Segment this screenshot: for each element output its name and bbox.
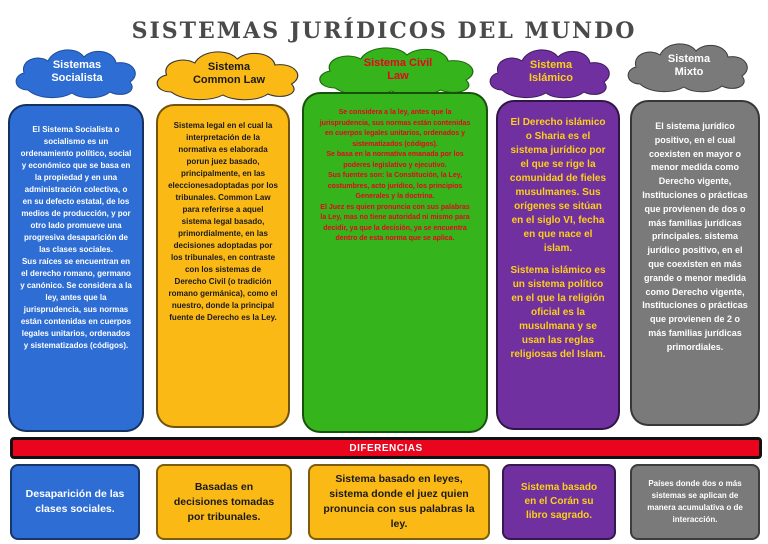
difference-islamico-text: Sistema basado en el Corán su libro sagr… [520, 482, 598, 521]
column-civil: Se considera a la ley, antes que la juri… [302, 92, 488, 433]
column-civil-text-2: Se basa en la normativa emanada por los … [326, 151, 464, 169]
cloud-shape [15, 49, 136, 99]
cloud-socialista-line2: Socialista [51, 72, 103, 84]
page-title: SISTEMAS JURÍDICOS DEL MUNDO [131, 18, 637, 44]
cloud-shape [489, 49, 610, 99]
difference-civil-text: Sistema basado en leyes, sistema donde e… [323, 473, 475, 530]
cloud-mixto-line1: Sistema [667, 53, 711, 65]
column-civil-text-1: Se considera a la ley, antes que la juri… [319, 109, 471, 148]
difference-civil: Sistema basado en leyes, sistema donde e… [308, 464, 490, 540]
column-socialista-text-1: El Sistema Socialista o socialismo es un… [20, 125, 132, 254]
difference-mixto-text: Países donde dos o más sistemas se aplic… [647, 479, 743, 524]
cloud-socialista: Sistemas Socialista [10, 44, 144, 100]
column-socialista-text-2: Sus raíces se encuentran en el derecho r… [20, 257, 132, 350]
cloud-mixto: Sistema Mixto [622, 38, 756, 94]
difference-mixto: Países donde dos o más sistemas se aplic… [630, 464, 760, 540]
cloud-mixto-line2: Mixto [674, 66, 704, 78]
column-islamico-text-1: El Derecho islámico o Sharia es el siste… [509, 117, 607, 254]
column-socialista: El Sistema Socialista o socialismo es un… [8, 104, 144, 432]
difference-socialista: Desaparición de las clases sociales. [10, 464, 140, 540]
difference-islamico: Sistema basado en el Corán su libro sagr… [502, 464, 616, 540]
column-civil-text-3: Sus fuentes son: la Constitución, la Ley… [327, 172, 463, 200]
cloud-islamico: Sistema Islámico [484, 44, 618, 100]
column-civil-text-4: El Juez es quien pronuncia con sus palab… [320, 203, 470, 243]
difference-common-law-text: Basadas en decisiones tomadas por tribun… [173, 480, 275, 523]
cloud-civil: Sistema Civil Law [312, 42, 484, 98]
cloud-common-law-line2: Common Law [192, 74, 266, 86]
column-common-law-text: Sistema legal en el cual la interpretaci… [168, 121, 278, 322]
difference-common-law: Basadas en decisiones tomadas por tribun… [156, 464, 292, 540]
column-islamico-text-2: Sistema islámico es un sistema político … [510, 265, 606, 360]
column-mixto-text: El sistema jurídico positivo, en el cual… [642, 121, 748, 352]
cloud-civil-line2: Law [387, 70, 409, 82]
cloud-islamico-line1: Sistema [529, 59, 573, 71]
cloud-socialista-line1: Sistemas [52, 59, 102, 71]
cloud-common-law: Sistema Common Law [150, 46, 308, 102]
differences-bar: DIFERENCIAS [10, 437, 762, 459]
cloud-islamico-line2: Islámico [528, 72, 574, 84]
cloud-shape [627, 43, 748, 93]
differences-label: DIFERENCIAS [349, 442, 423, 454]
column-common-law: Sistema legal en el cual la interpretaci… [156, 104, 290, 428]
cloud-common-law-line1: Sistema [207, 61, 251, 73]
column-islamico: El Derecho islámico o Sharia es el siste… [496, 100, 620, 430]
cloud-shape [156, 51, 299, 101]
column-mixto: El sistema jurídico positivo, en el cual… [630, 100, 760, 426]
difference-socialista-text: Desaparición de las clases sociales. [25, 488, 125, 515]
cloud-civil-line1: Sistema Civil [363, 57, 433, 69]
